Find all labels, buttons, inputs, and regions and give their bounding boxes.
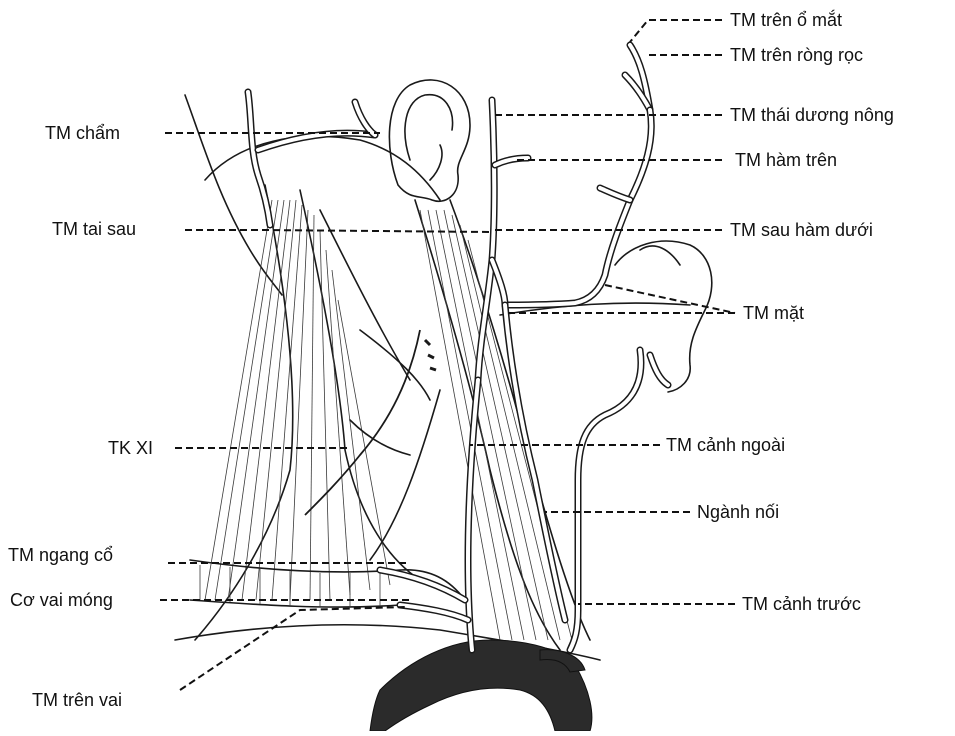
label-tm-tren-rong-roc: TM trên ròng rọc xyxy=(730,45,863,65)
ear xyxy=(389,80,470,201)
label-tm-tren-vai: TM trên vai xyxy=(32,690,122,710)
leader-tm-tren-o-mat xyxy=(630,20,722,42)
accessory-nerve xyxy=(305,330,420,515)
sternocleidomastoid-muscle xyxy=(415,200,590,650)
label-tm-ngang-co: TM ngang cổ xyxy=(8,545,113,565)
label-co-vai-mong: Cơ vai móng xyxy=(10,590,113,610)
label-tm-thai-duong-nong: TM thái dương nông xyxy=(730,105,894,125)
label-tm-canh-ngoai: TM cảnh ngoài xyxy=(666,435,785,455)
label-tm-tren-o-mat: TM trên ổ mắt xyxy=(730,9,842,30)
leader-tm-tren-vai xyxy=(180,607,405,690)
leader-tm-tai-sau xyxy=(185,230,490,232)
label-tm-canh-truoc: TM cảnh trước xyxy=(742,594,861,614)
transverse-cervical-vein xyxy=(380,570,465,600)
facial-vein xyxy=(505,110,651,305)
label-tm-mat: TM mặt xyxy=(743,303,804,323)
label-tk-xi: TK XI xyxy=(108,438,153,458)
label-nganh-noi: Ngành nối xyxy=(697,502,779,522)
label-tm-tai-sau: TM tai sau xyxy=(52,219,136,239)
label-tm-sau-ham-duoi: TM sau hàm dưới xyxy=(730,220,873,240)
veins xyxy=(248,45,668,650)
label-tm-cham: TM chẩm xyxy=(45,123,120,143)
jaw-contour xyxy=(615,241,712,392)
anatomy-illustration xyxy=(175,45,712,731)
occipital-contour xyxy=(205,136,440,200)
label-tm-ham-tren: TM hàm trên xyxy=(735,150,837,170)
